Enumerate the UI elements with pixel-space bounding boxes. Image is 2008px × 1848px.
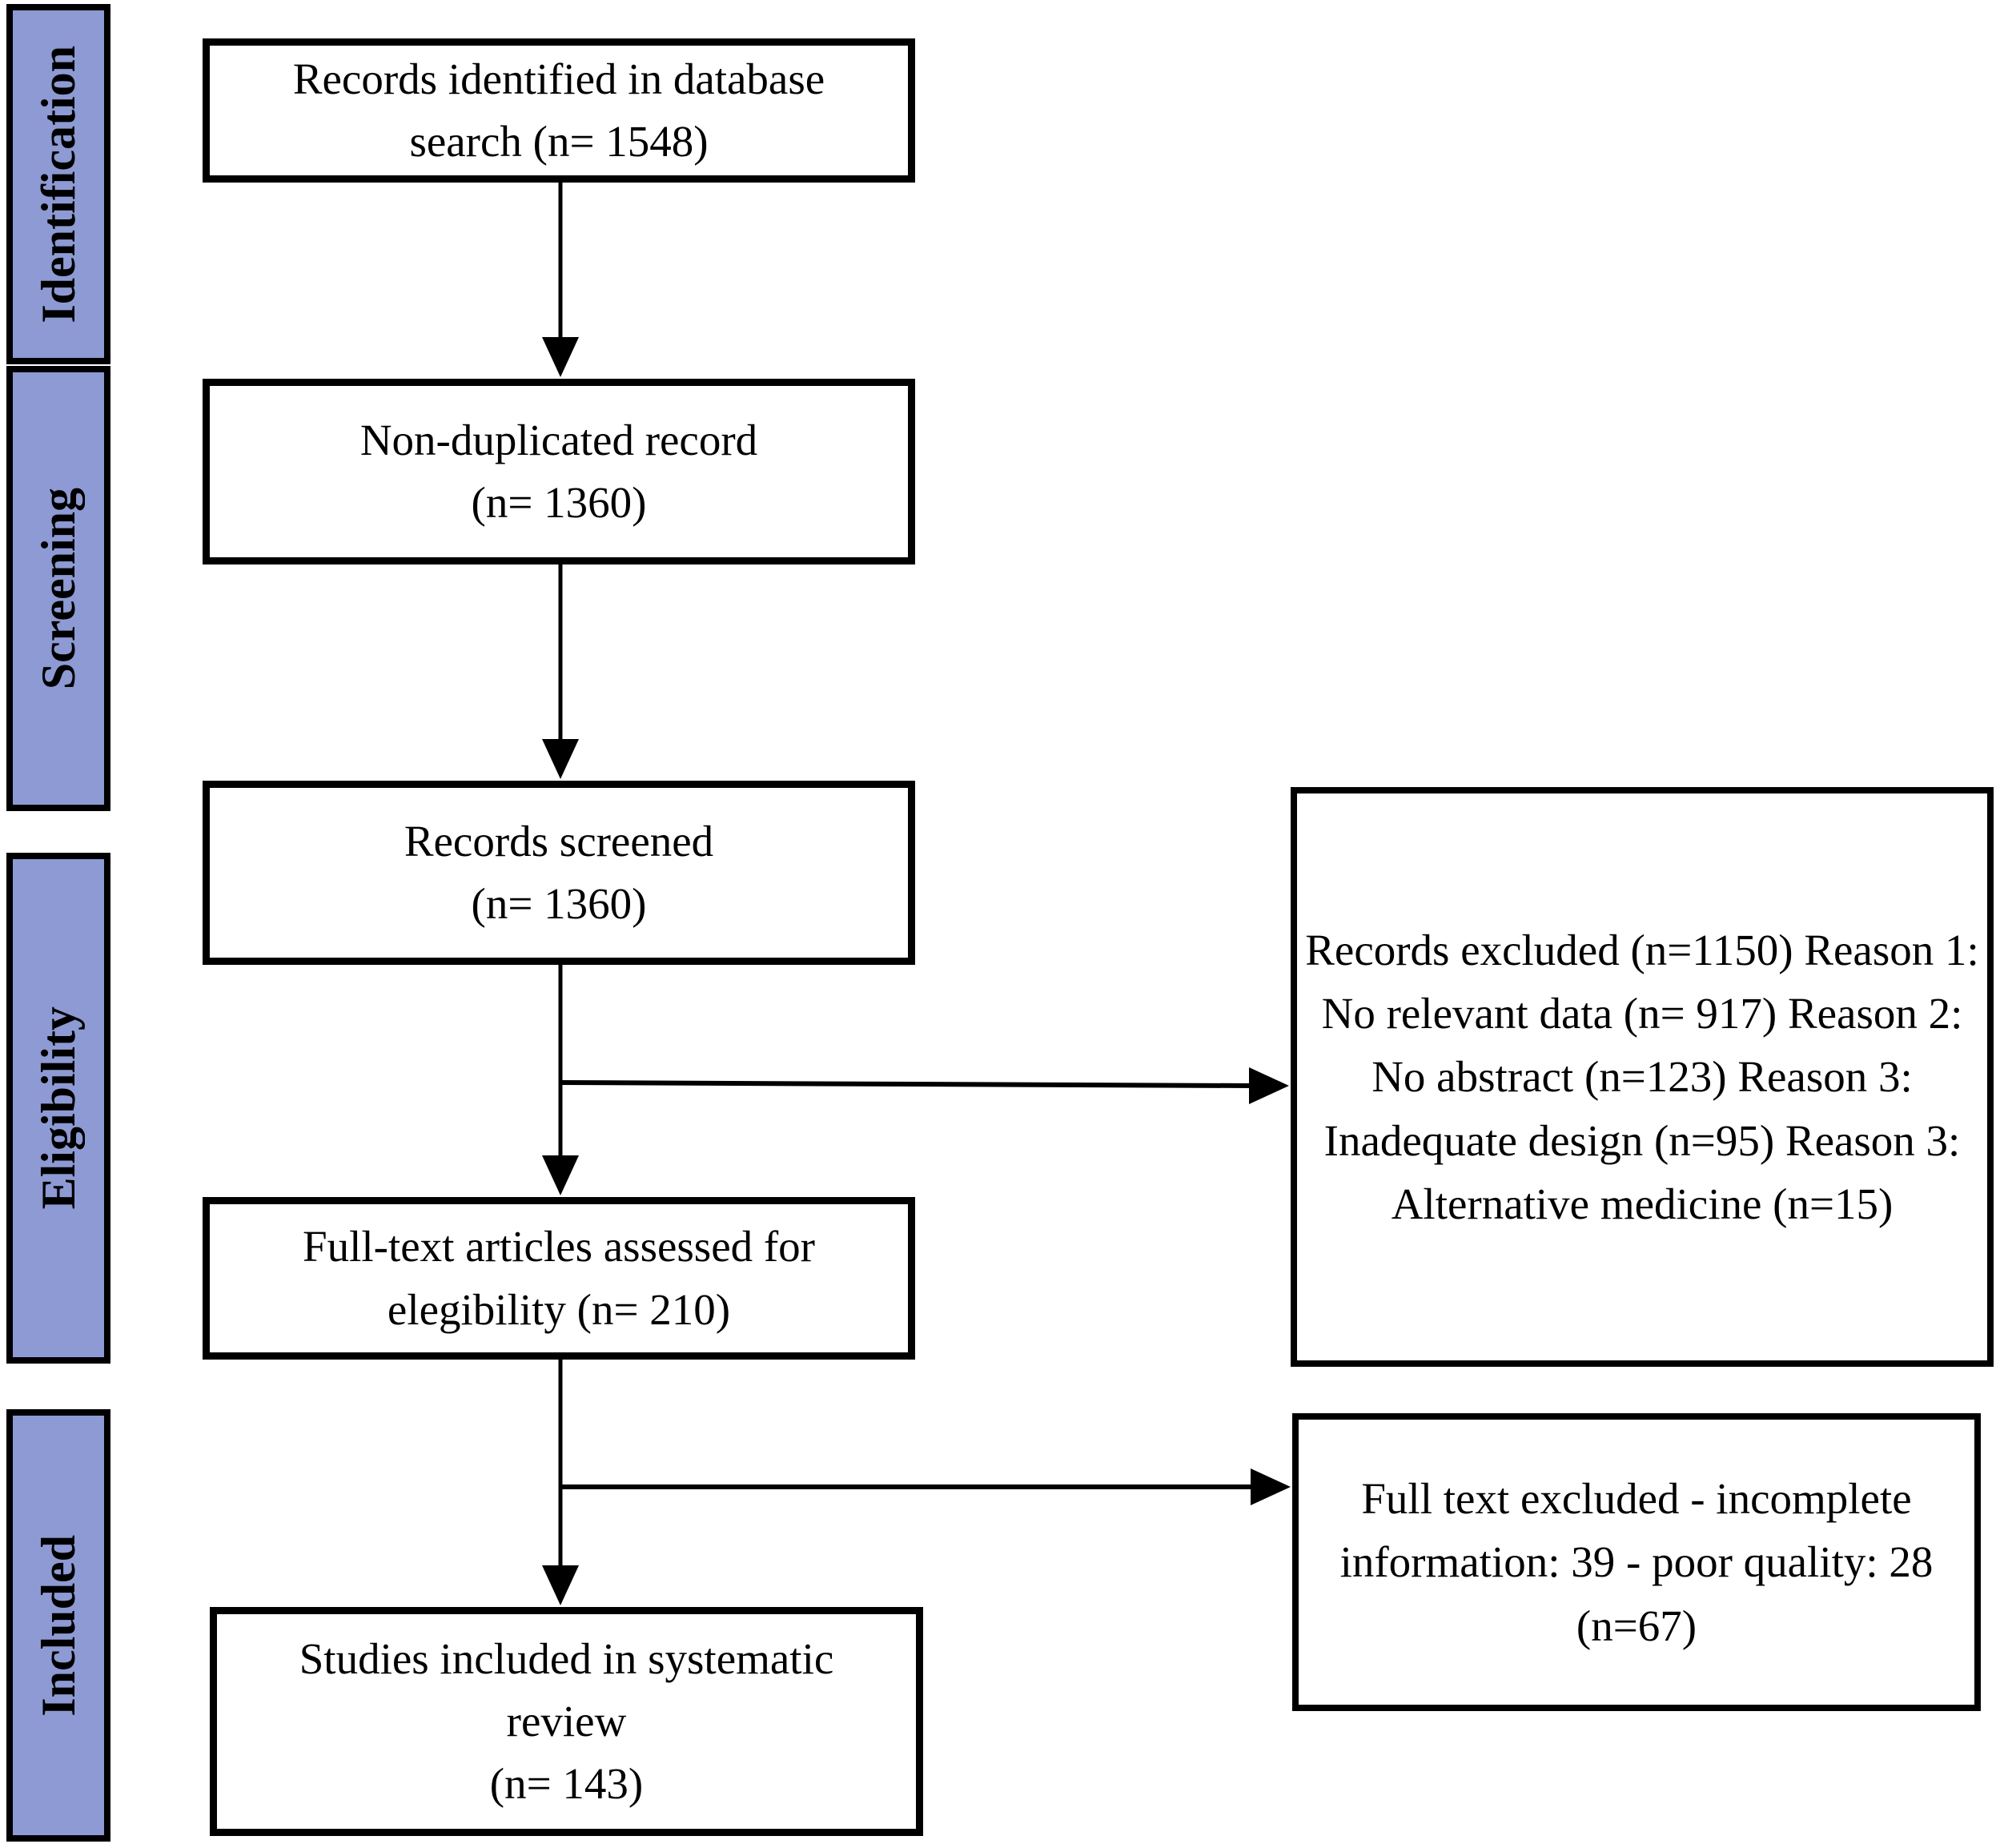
fulltext-excluded-text: Full text excluded - incomplete informat…: [1339, 1474, 1934, 1650]
flow-box-non-duplicated: Non-duplicated record (n= 1360): [203, 379, 915, 564]
records-screened-text: Records screened (n= 1360): [404, 816, 714, 928]
flow-box-studies-included: Studies included in systematic review (n…: [210, 1607, 923, 1836]
stage-bar-eligibility: Eligibility: [6, 853, 110, 1364]
records-excluded-text: Records excluded (n=1150) Reason 1: No r…: [1305, 926, 1979, 1228]
arrow-screened-to-fulltext: [542, 965, 579, 1195]
arrow-screened-to-records-excluded: [560, 1067, 1289, 1104]
arrow-fulltext-to-included: [542, 1360, 579, 1605]
arrow-fulltext-to-fulltext-excluded: [560, 1468, 1291, 1505]
arrow-deduplicated-to-screened: [542, 564, 579, 779]
arrow-identified-to-deduplicated: [542, 183, 579, 377]
stage-label-eligibility: Eligibility: [31, 1006, 85, 1210]
fulltext-assessed-text: Full-text articles assessed for elegibil…: [303, 1222, 815, 1334]
side-box-records-excluded: Records excluded (n=1150) Reason 1: No r…: [1291, 787, 1994, 1367]
stage-bar-included: Included: [6, 1409, 110, 1842]
side-box-fulltext-excluded: Full text excluded - incomplete informat…: [1292, 1413, 1981, 1711]
stage-label-screening: Screening: [31, 487, 85, 690]
records-identified-text: Records identified in database search (n…: [292, 54, 825, 166]
non-duplicated-text: Non-duplicated record (n= 1360): [359, 415, 758, 527]
stage-label-included: Included: [31, 1534, 85, 1717]
flow-box-fulltext-assessed: Full-text articles assessed for elegibil…: [203, 1197, 915, 1360]
stage-label-identification: Identification: [31, 45, 85, 323]
flow-box-records-identified: Records identified in database search (n…: [203, 38, 915, 183]
stage-bar-identification: Identification: [6, 4, 110, 364]
flow-box-records-screened: Records screened (n= 1360): [203, 781, 915, 965]
studies-included-text: Studies included in systematic review (n…: [299, 1633, 834, 1809]
stage-bar-screening: Screening: [6, 366, 110, 811]
